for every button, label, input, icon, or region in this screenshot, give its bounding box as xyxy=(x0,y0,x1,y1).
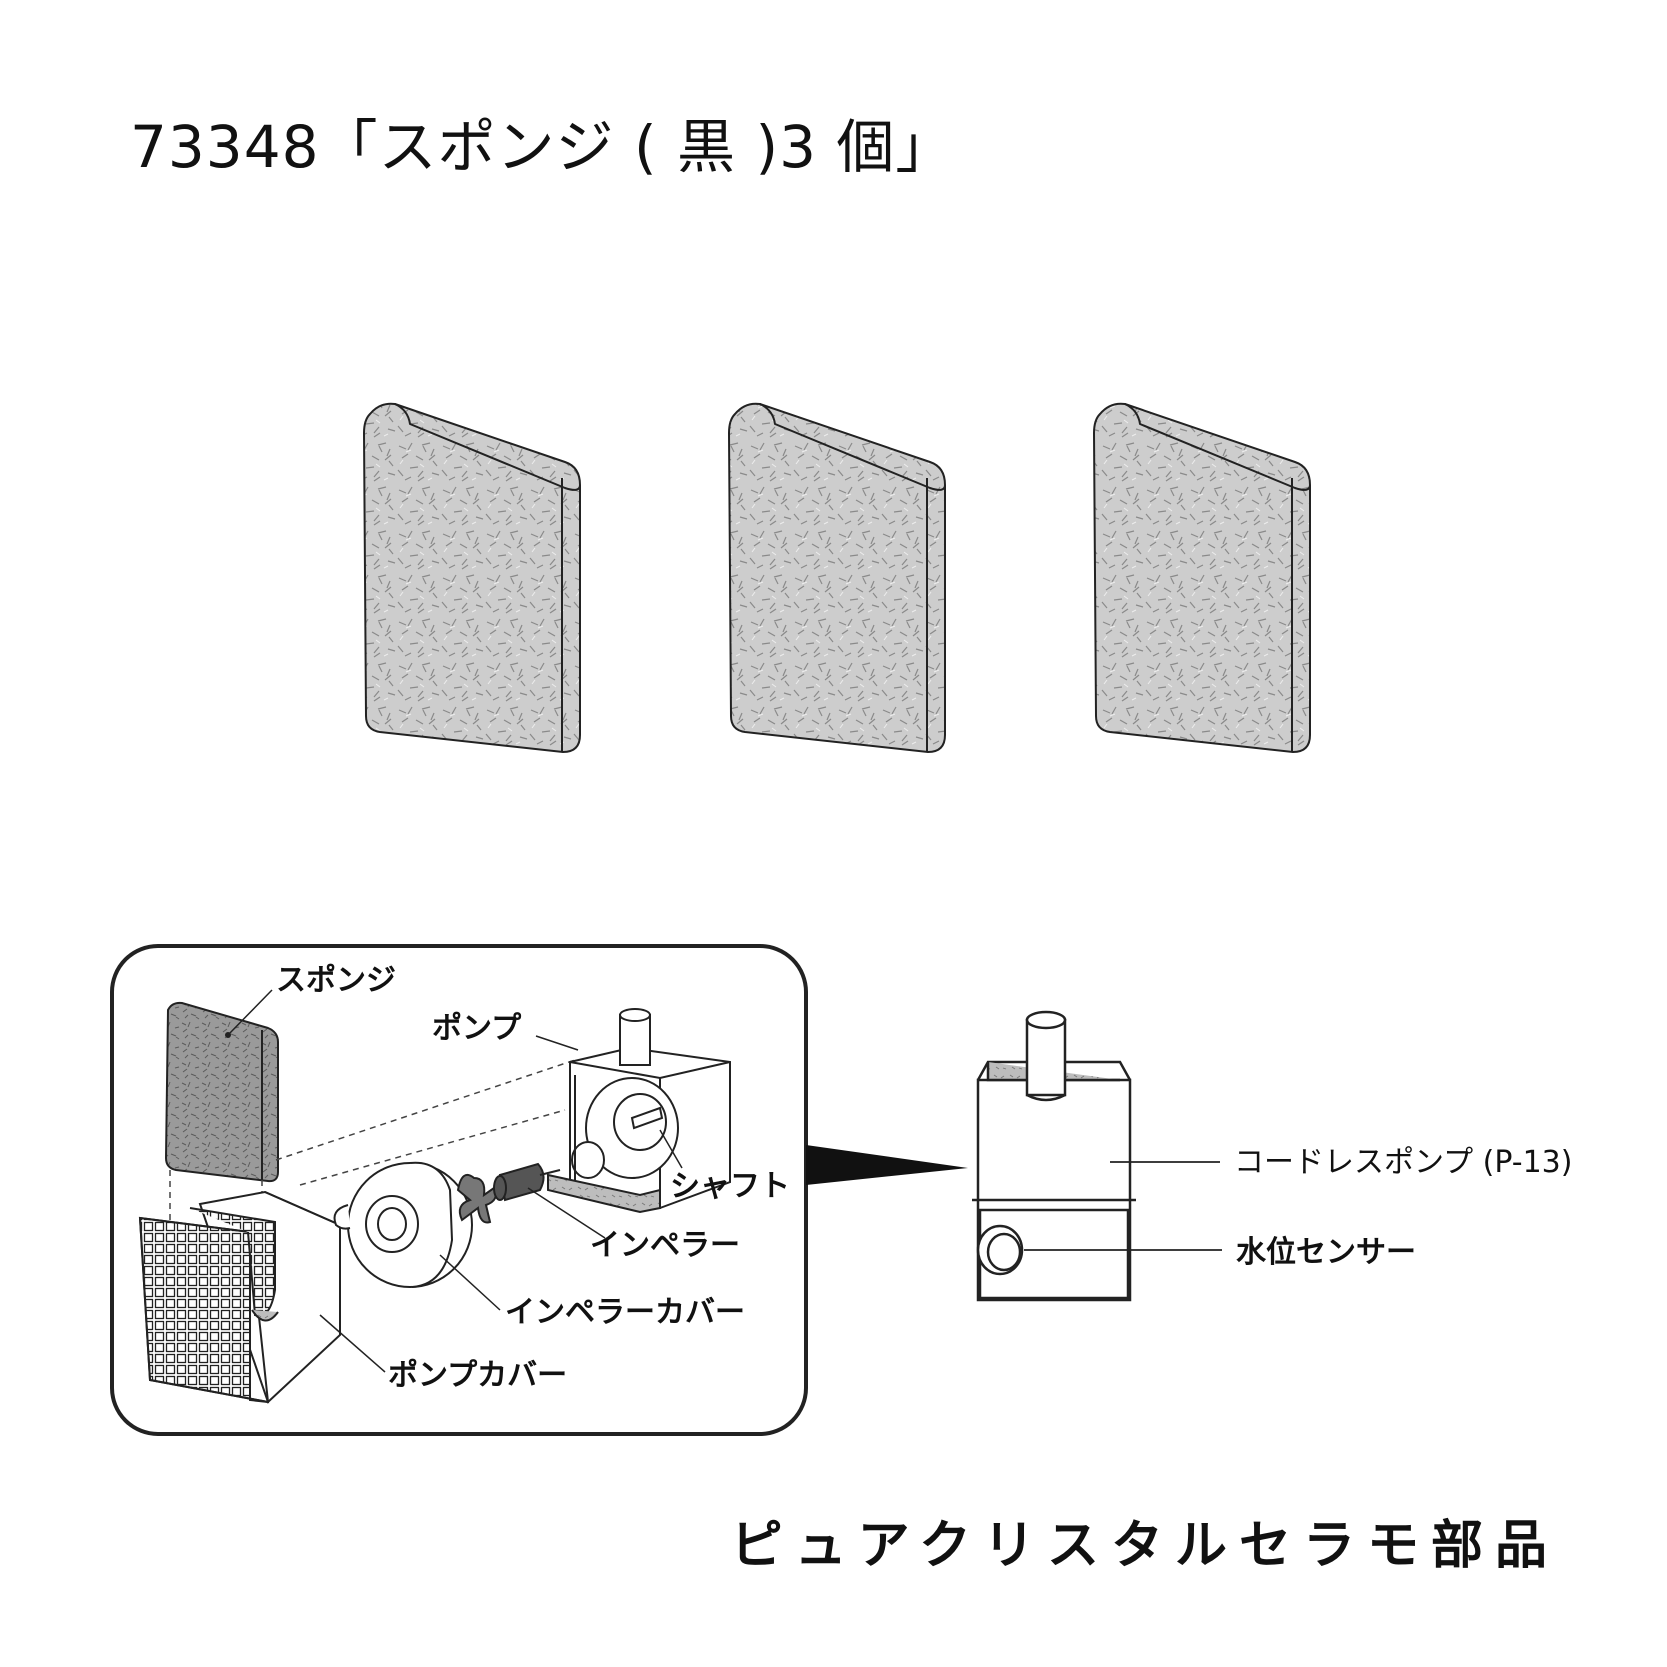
exploded-leader-lines xyxy=(227,989,683,1373)
label-impeller-cover: インペラーカバー xyxy=(505,1295,745,1330)
label-pump-cover: ポンプカバー xyxy=(388,1358,567,1393)
impeller-cover-part xyxy=(333,1161,473,1288)
pointer-arrow xyxy=(806,1145,968,1185)
assembled-pump xyxy=(972,1010,1136,1302)
sponge-illustration-3 xyxy=(1093,402,1311,753)
pump-cover-part xyxy=(138,1190,341,1404)
label-impeller: インペラー xyxy=(590,1228,740,1263)
exploded-view-frame xyxy=(110,944,808,1436)
label-shaft: シャフト xyxy=(670,1169,790,1204)
label-pump: ポンプ xyxy=(432,1011,522,1046)
label-cordless-pump: コードレスポンプ (P-13) xyxy=(1234,1145,1572,1180)
label-water-level-sensor: 水位センサー xyxy=(1236,1235,1416,1270)
label-sponge: スポンジ xyxy=(276,963,396,998)
pump-part xyxy=(547,1008,731,1214)
footer-caption: ピュアクリスタルセラモ部品 xyxy=(730,1516,1559,1576)
sponge-leader-dot xyxy=(225,1032,231,1038)
sponge-illustration-2 xyxy=(728,402,946,753)
assembled-leader-lines xyxy=(1024,1161,1222,1251)
page-title: 73348「スポンジ ( 黒 )3 個」 xyxy=(130,113,955,181)
impeller-part xyxy=(456,1162,561,1224)
exploded-sponge xyxy=(164,1001,279,1183)
sponge-illustration-1 xyxy=(363,402,581,753)
